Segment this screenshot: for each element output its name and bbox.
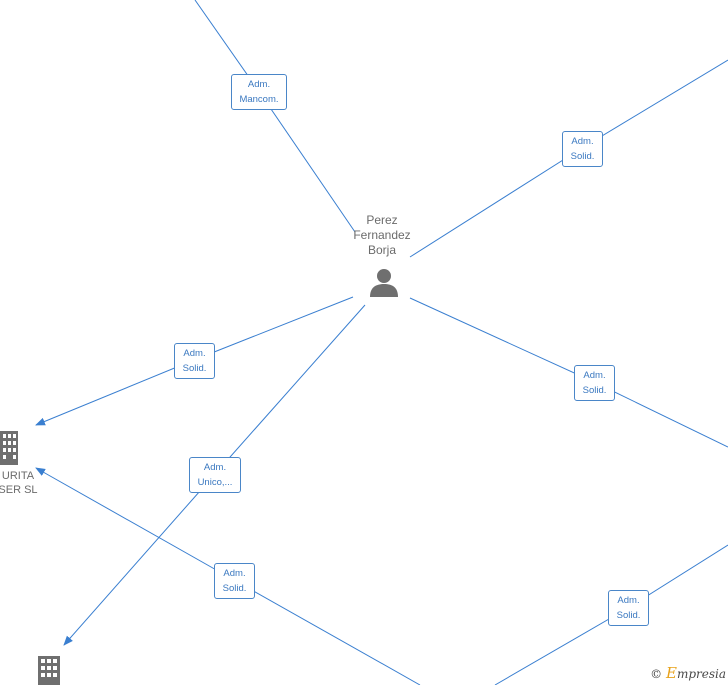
edge-label-solid-lower[interactable]: Adm. Solid. [214,563,255,599]
edge-label-line: Solid. [582,385,607,396]
edge-label-line: Adm. [617,595,640,606]
company-label-line: URITA [1,470,35,482]
empresia-logo-text: mpresia [676,667,726,681]
edge-label-line: Solid. [222,583,247,594]
person-name-line: Borja [367,243,396,257]
edge-line-mancom [194,0,356,233]
company-label[interactable]: URITA SER SL [0,469,40,497]
edge-label-line: Adm. [223,568,246,579]
building-icon[interactable] [0,431,20,465]
edge-label-line: Solid. [570,151,595,162]
edge-label-line: Solid. [616,610,641,621]
edge-label-line: Adm. [583,370,606,381]
edge-line-solid-right [409,297,728,448]
edge-label-solid-right[interactable]: Adm. Solid. [574,365,615,401]
edge-label-line: Adm. [247,79,271,90]
empresia-logo-initial: E [665,664,677,682]
edge-label-solid-bottom-right[interactable]: Adm. Solid. [608,590,649,626]
person-name-line: Fernandez [353,228,411,242]
copyright-symbol: © [650,667,663,681]
edge-label-line: Adm. [183,348,206,359]
person-name-line: Perez [366,213,398,227]
person-icon[interactable] [368,266,400,298]
empresia-watermark: © Empresia [650,664,726,682]
edge-label-line: Mancom. [239,94,279,105]
company-label-line: SER SL [0,484,38,496]
edge-label-line: Adm. [571,136,594,147]
edge-label-line: Unico,... [197,477,233,488]
edge-label-mancom[interactable]: Adm. Mancom. [231,74,287,110]
edge-label-solid-left[interactable]: Adm. Solid. [174,343,215,379]
edge-label-line: Adm. [203,462,227,473]
building-icon[interactable] [38,656,62,685]
edge-label-unico[interactable]: Adm. Unico,... [189,457,241,493]
edge-label-line: Solid. [182,363,207,374]
edge-label-solid-top-right[interactable]: Adm. Solid. [562,131,603,167]
person-name[interactable]: Perez Fernandez Borja [344,213,420,258]
